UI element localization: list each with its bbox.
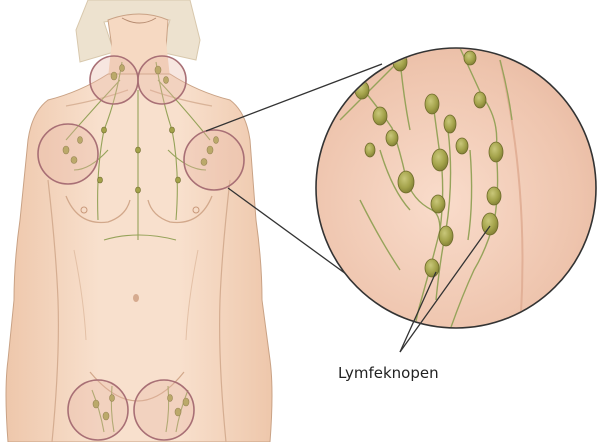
lymph-node-label: Lymfeknopen	[338, 364, 439, 382]
groin-left-circle	[68, 380, 128, 440]
armpit-right-circle	[184, 130, 244, 190]
groin-right-circle	[134, 380, 194, 440]
zoom-circle	[316, 46, 596, 330]
torso	[6, 74, 272, 442]
body-figure	[6, 0, 272, 442]
neck-left-circle	[90, 56, 138, 104]
armpit-left-circle	[38, 124, 98, 184]
neck-right-circle	[138, 56, 186, 104]
